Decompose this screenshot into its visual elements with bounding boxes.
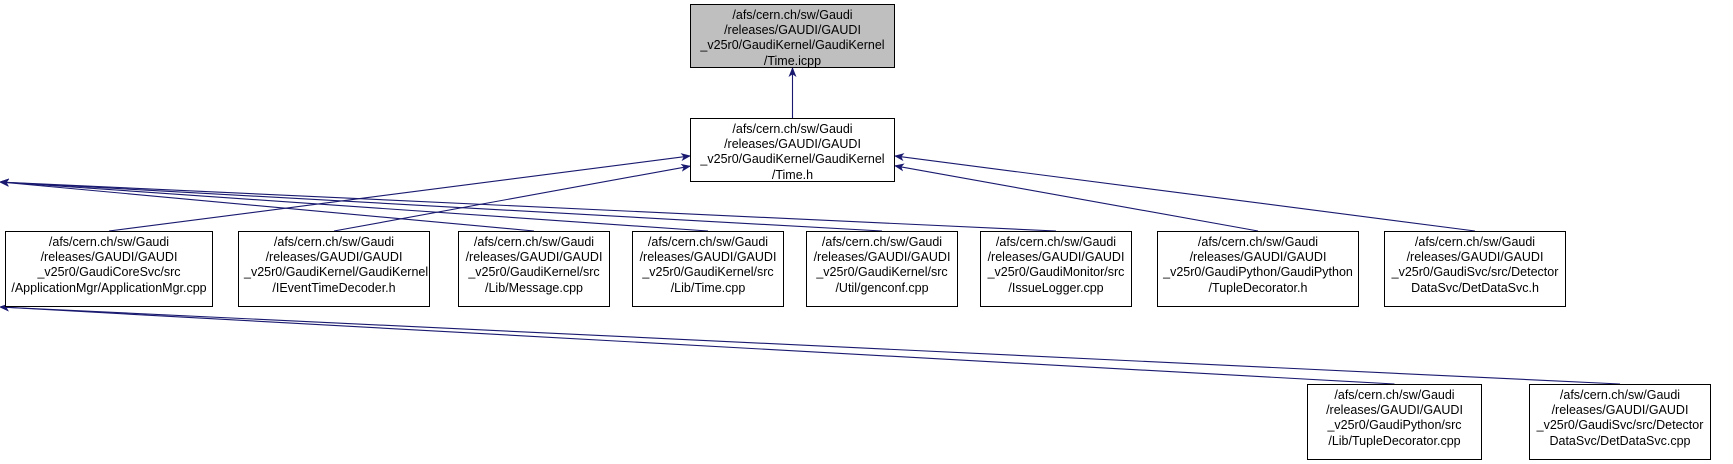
node-tupledecorator-h[interactable]: /afs/cern.ch/sw/Gaudi/releases/GAUDI/GAU…: [1157, 231, 1359, 307]
edge-detdatasvc-h-to-time-h: [894, 153, 1476, 232]
node-label-line: /afs/cern.ch/sw/Gaudi: [1414, 235, 1536, 249]
node-label-line: /IEventTimeDecoder.h: [272, 280, 396, 295]
node-label-line: /Time.icpp: [763, 53, 822, 68]
node-label-line: /releases/GAUDI/GAUDI: [465, 250, 603, 265]
node-label-line: /IssueLogger.cpp: [1008, 280, 1104, 295]
node-detdatasvc-cpp[interactable]: /afs/cern.ch/sw/Gaudi/releases/GAUDI/GAU…: [1529, 384, 1711, 460]
node-label-line: /Lib/Time.cpp: [670, 280, 746, 295]
node-label-line: /afs/cern.ch/sw/Gaudi: [48, 235, 170, 249]
node-label-line: _v25r0/GaudiKernel/src: [642, 265, 774, 280]
node-label-line: /ApplicationMgr/ApplicationMgr.cpp: [11, 280, 207, 295]
node-time-h[interactable]: /afs/cern.ch/sw/Gaudi/releases/GAUDI/GAU…: [690, 118, 895, 182]
node-label-line: /TupleDecorator.h: [1208, 280, 1308, 295]
node-label-line: /afs/cern.ch/sw/Gaudi: [1559, 388, 1681, 402]
edge-detdatasvc-cpp-to-detdatasvc-h: [0, 303, 1621, 385]
node-label-line: /afs/cern.ch/sw/Gaudi: [473, 235, 595, 249]
node-time-icpp[interactable]: /afs/cern.ch/sw/Gaudi/releases/GAUDI/GAU…: [690, 4, 895, 68]
node-label-line: _v25r0/GaudiKernel/src: [468, 265, 600, 280]
node-label-line: _v25r0/GaudiSvc/src/Detector: [1536, 418, 1704, 433]
node-label-line: /releases/GAUDI/GAUDI: [1551, 403, 1689, 418]
node-label-line: /releases/GAUDI/GAUDI: [265, 250, 403, 265]
node-label-line: /Time.h: [771, 167, 814, 182]
node-label-line: /releases/GAUDI/GAUDI: [724, 23, 861, 38]
node-label-line: _v25r0/GaudiMonitor/src: [987, 265, 1125, 280]
edge-genconf-cpp-to-time-h: [0, 178, 883, 232]
node-label-line: _v25r0/GaudiPython/src: [1327, 418, 1462, 433]
edge-message-cpp-to-time-h: [0, 178, 535, 232]
node-time-cpp[interactable]: /afs/cern.ch/sw/Gaudi/releases/GAUDI/GAU…: [632, 231, 784, 307]
node-label-line: /releases/GAUDI/GAUDI: [639, 250, 777, 265]
node-label-line: /releases/GAUDI/GAUDI: [1326, 403, 1463, 418]
node-label-line: /afs/cern.ch/sw/Gaudi: [1197, 235, 1319, 249]
node-label-line: /releases/GAUDI/GAUDI: [987, 250, 1125, 265]
node-label-line: _v25r0/GaudiKernel/src: [816, 265, 948, 280]
node-applicationmgr-cpp[interactable]: /afs/cern.ch/sw/Gaudi/releases/GAUDI/GAU…: [5, 231, 213, 307]
node-label-line: /afs/cern.ch/sw/Gaudi: [273, 235, 395, 249]
node-label-line: /releases/GAUDI/GAUDI: [724, 137, 861, 152]
node-label-line: /Lib/TupleDecorator.cpp: [1328, 433, 1461, 448]
node-label-line: _v25r0/GaudiCoreSvc/src: [37, 265, 181, 280]
edge-issuelogger-cpp-to-time-h: [0, 178, 1057, 232]
node-label-line: _v25r0/GaudiKernel/GaudiKernel: [700, 152, 885, 167]
node-label-line: _v25r0/GaudiKernel/GaudiKernel: [700, 38, 885, 53]
node-label-line: /afs/cern.ch/sw/Gaudi: [647, 235, 769, 249]
node-label-line: /Lib/Message.cpp: [485, 280, 583, 295]
node-tupledecorator-cpp[interactable]: /afs/cern.ch/sw/Gaudi/releases/GAUDI/GAU…: [1307, 384, 1482, 460]
node-message-cpp[interactable]: /afs/cern.ch/sw/Gaudi/releases/GAUDI/GAU…: [458, 231, 610, 307]
node-label-line: DataSvc/DetDataSvc.h: [1411, 280, 1539, 295]
node-label-line: /Util/genconf.cpp: [835, 280, 929, 295]
edge-time-cpp-to-time-h: [0, 178, 709, 232]
node-label-line: /releases/GAUDI/GAUDI: [1406, 250, 1544, 265]
node-label-line: /afs/cern.ch/sw/Gaudi: [732, 122, 853, 136]
node-label-line: /releases/GAUDI/GAUDI: [813, 250, 951, 265]
node-ieventtimedecoder-h[interactable]: /afs/cern.ch/sw/Gaudi/releases/GAUDI/GAU…: [238, 231, 430, 307]
node-label-line: _v25r0/GaudiSvc/src/Detector: [1391, 265, 1559, 280]
node-label-line: /releases/GAUDI/GAUDI: [1189, 250, 1327, 265]
node-label-line: DataSvc/DetDataSvc.cpp: [1549, 433, 1691, 448]
node-label-line: /afs/cern.ch/sw/Gaudi: [732, 8, 853, 22]
node-label-line: _v25r0/GaudiPython/GaudiPython: [1163, 265, 1353, 280]
node-label-line: /afs/cern.ch/sw/Gaudi: [995, 235, 1117, 249]
node-label-line: /afs/cern.ch/sw/Gaudi: [1334, 388, 1455, 402]
node-detdatasvc-h[interactable]: /afs/cern.ch/sw/Gaudi/releases/GAUDI/GAU…: [1384, 231, 1566, 307]
node-issuelogger-cpp[interactable]: /afs/cern.ch/sw/Gaudi/releases/GAUDI/GAU…: [980, 231, 1132, 307]
node-genconf-cpp[interactable]: /afs/cern.ch/sw/Gaudi/releases/GAUDI/GAU…: [806, 231, 958, 307]
edge-tupledecorator-h-to-time-h: [894, 163, 1259, 232]
node-label-line: _v25r0/GaudiKernel/GaudiKernel: [244, 265, 429, 280]
edge-ieventtimedecoder-h-to-time-h: [333, 163, 691, 232]
edge-tupledecorator-cpp-to-tupledecorator-h: [0, 303, 1395, 385]
node-label-line: /releases/GAUDI/GAUDI: [40, 250, 178, 265]
node-label-line: /afs/cern.ch/sw/Gaudi: [821, 235, 943, 249]
edge-applicationmgr-cpp-to-time-h: [108, 153, 691, 232]
